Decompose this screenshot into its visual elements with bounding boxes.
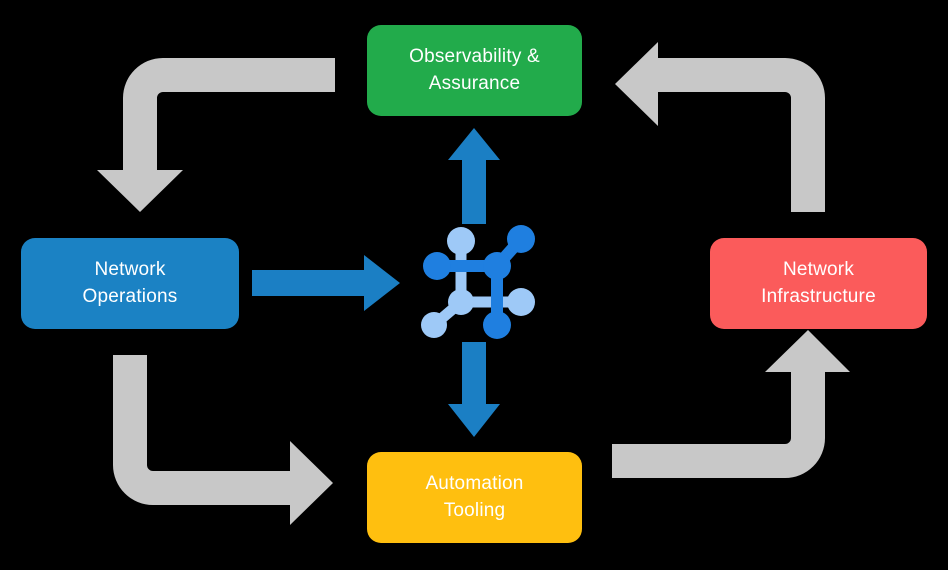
node-label-operations: Network Operations — [82, 258, 178, 307]
node-box-operations[interactable]: Network Operations — [21, 238, 239, 329]
node-box-automation[interactable]: Automation Tooling — [367, 452, 582, 543]
network-icon-links — [430, 235, 526, 330]
flow-arrow-infrastructure-to-observability — [615, 42, 825, 212]
center-arrow-up — [448, 128, 500, 224]
flow-arrow-observability-to-operations — [97, 58, 335, 212]
center-arrow-right — [252, 255, 400, 311]
network-icon-nodes — [421, 225, 535, 339]
flow-arrow-automation-to-infrastructure — [612, 330, 850, 478]
center-arrow-down — [448, 342, 500, 437]
node-box-infrastructure[interactable]: Network Infrastructure — [710, 238, 927, 329]
node-label-infrastructure: Network Infrastructure — [761, 258, 876, 307]
node-label-observability: Observability & Assurance — [409, 45, 540, 94]
node-label-automation: Automation Tooling — [425, 472, 524, 521]
flow-arrow-operations-to-automation — [113, 355, 333, 525]
node-box-observability[interactable]: Observability & Assurance — [367, 25, 582, 116]
